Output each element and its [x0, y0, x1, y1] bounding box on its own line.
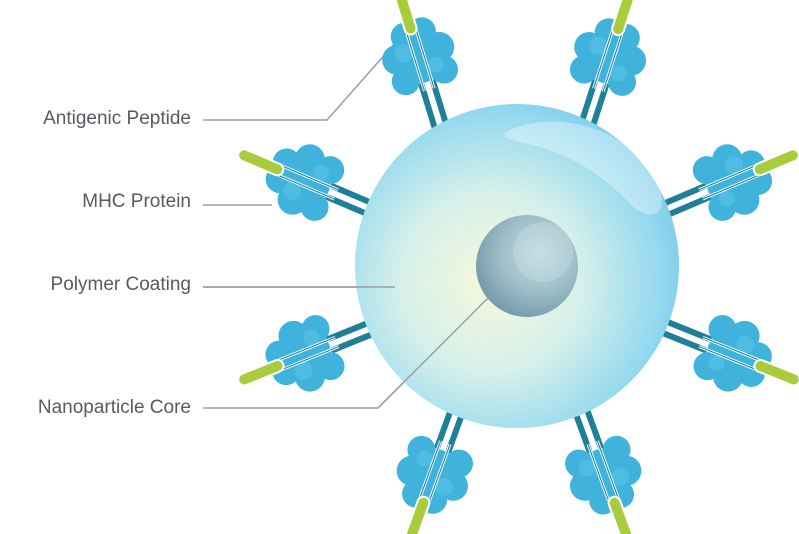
label-antigenic-peptide: Antigenic Peptide [43, 108, 191, 129]
label-mhc-protein: MHC Protein [82, 191, 191, 212]
coating-highlight [504, 121, 662, 215]
nanoparticle-core [476, 215, 578, 317]
leader-line-peptide [203, 25, 411, 121]
leader-lines-front [203, 286, 491, 409]
label-nanoparticle-core: Nanoparticle Core [37, 397, 191, 418]
core-highlight [513, 222, 573, 282]
label-polymer-coating: Polymer Coating [50, 274, 191, 295]
